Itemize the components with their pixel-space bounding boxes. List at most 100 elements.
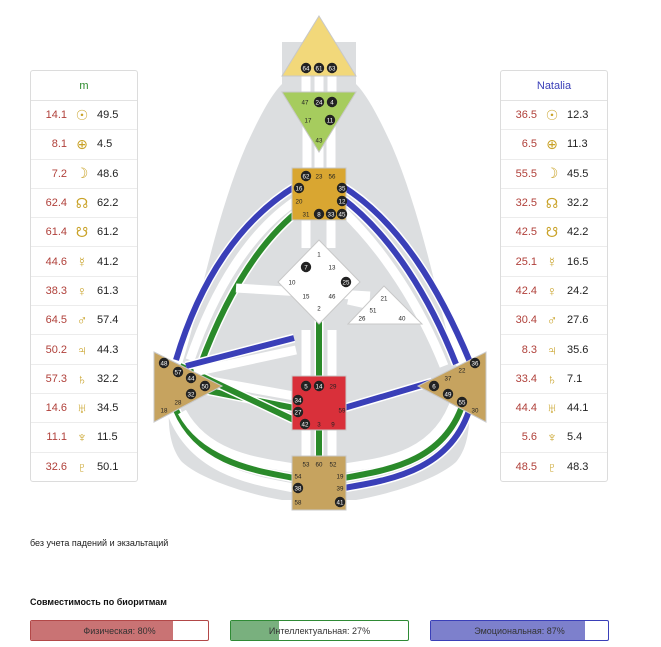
gate-marker	[292, 406, 304, 418]
gate-number: 3	[317, 421, 321, 428]
south-node-icon: ☋	[75, 223, 89, 240]
planet-value: 42.5	[515, 226, 537, 239]
spleen-center	[153, 351, 224, 423]
north-node-icon: ☊	[75, 194, 89, 211]
gate-number: 23	[316, 173, 323, 180]
planet-value: 33.4	[515, 372, 537, 385]
gate-number: 28	[175, 399, 182, 406]
planet-row: 8.3♃35.6	[501, 335, 607, 365]
planet-row: 44.6☿41.2	[31, 247, 137, 277]
gate-number: 41	[337, 499, 344, 506]
gate-number: 43	[316, 137, 323, 144]
gate-number: 8	[317, 211, 321, 218]
gate-marker	[300, 380, 312, 392]
gate-number: 60	[316, 461, 323, 468]
channel-throat-solar-mid	[340, 195, 459, 366]
gate-marker	[456, 396, 468, 408]
planet-gate: 61.3	[97, 284, 119, 297]
planet-gate: 34.5	[97, 402, 119, 415]
planet-gate: 61.2	[97, 226, 119, 239]
planet-gate: 35.6	[567, 343, 589, 356]
gate-number: 49	[445, 391, 452, 398]
gate-number: 10	[289, 279, 296, 286]
gate-number: 26	[359, 315, 366, 322]
solar-center	[416, 351, 487, 423]
gate-number: 63	[329, 65, 336, 72]
gate-number: 13	[329, 264, 336, 271]
gate-number: 1	[317, 251, 321, 258]
gate-number: 18	[161, 407, 168, 414]
moon-icon: ☽	[545, 165, 559, 182]
gate-marker	[158, 357, 170, 369]
gate-number: 11	[327, 117, 334, 124]
channel-spleen-root-mid	[173, 408, 295, 481]
gate-number: 45	[339, 211, 346, 218]
gate-number: 15	[303, 293, 310, 300]
planet-gate: 44.1	[567, 402, 589, 415]
planet-row: 5.6♆5.4	[501, 423, 607, 453]
neptune-icon: ♆	[76, 429, 88, 446]
planet-value: 50.2	[45, 343, 67, 356]
planet-row: 36.5☉12.3	[501, 101, 607, 131]
gate-number: 4	[330, 99, 334, 106]
planet-gate: 16.5	[567, 255, 589, 268]
south-node-icon: ☋	[545, 223, 559, 240]
gate-number: 47	[302, 99, 309, 106]
gate-number: 33	[328, 211, 335, 218]
neptune-icon: ♆	[546, 429, 558, 446]
planet-gate: 57.4	[97, 314, 119, 327]
gate-number: 16	[296, 185, 303, 192]
gate-number: 12	[339, 198, 346, 205]
gate-marker	[336, 182, 348, 194]
planet-value: 14.1	[45, 109, 67, 122]
channel-throat-spleen-mid	[197, 205, 304, 368]
gate-number: 40	[399, 315, 406, 322]
planet-gate: 12.3	[567, 109, 589, 122]
gate-number: 31	[303, 211, 310, 218]
gate-number: 61	[316, 65, 323, 72]
planet-gate: 32.2	[97, 372, 119, 385]
gate-number: 29	[330, 383, 337, 390]
planet-value: 38.3	[45, 284, 67, 297]
gate-number: 5	[304, 383, 308, 390]
earth-icon: ⊕	[76, 135, 88, 152]
planet-gate: 45.5	[567, 167, 589, 180]
gate-marker	[469, 357, 481, 369]
planet-row: 64.5♂57.4	[31, 306, 137, 336]
gate-marker	[293, 182, 305, 194]
gate-number: 25	[343, 279, 350, 286]
saturn-icon: ♄	[76, 370, 88, 387]
gate-marker	[300, 62, 312, 74]
gate-marker	[300, 170, 312, 182]
gate-number: 35	[339, 185, 346, 192]
planet-row: 50.2♃44.3	[31, 335, 137, 365]
planet-row: 62.4☊62.2	[31, 189, 137, 219]
planet-value: 30.4	[515, 314, 537, 327]
planet-value: 64.5	[45, 314, 67, 327]
planet-gate: 44.3	[97, 343, 119, 356]
gate-marker	[299, 418, 311, 430]
footnote: без учета падений и экзальтаций	[30, 538, 169, 548]
planet-value: 32.6	[45, 460, 67, 473]
planet-value: 7.2	[51, 167, 67, 180]
pluto-icon: ♇	[76, 458, 88, 475]
planet-row: 11.1♆11.5	[31, 423, 137, 453]
saturn-icon: ♄	[546, 370, 558, 387]
gate-marker	[325, 208, 337, 220]
gate-number: 20	[296, 198, 303, 205]
uranus-icon: ♅	[76, 400, 88, 417]
planet-value: 57.3	[45, 372, 67, 385]
planet-value: 44.6	[45, 255, 67, 268]
gate-number: 55	[459, 399, 466, 406]
gate-number: 59	[339, 407, 346, 414]
planet-value: 62.4	[45, 197, 67, 210]
planet-gate: 42.2	[567, 226, 589, 239]
planet-value: 61.4	[45, 226, 67, 239]
gate-number: 53	[303, 461, 310, 468]
channel-throat-spleen-outer	[173, 183, 298, 361]
gate-number: 39	[337, 485, 344, 492]
gate-marker	[313, 380, 325, 392]
gate-marker	[326, 62, 338, 74]
channel-spleen-g-b-bg	[193, 345, 297, 377]
planet-gate: 7.1	[567, 372, 583, 385]
